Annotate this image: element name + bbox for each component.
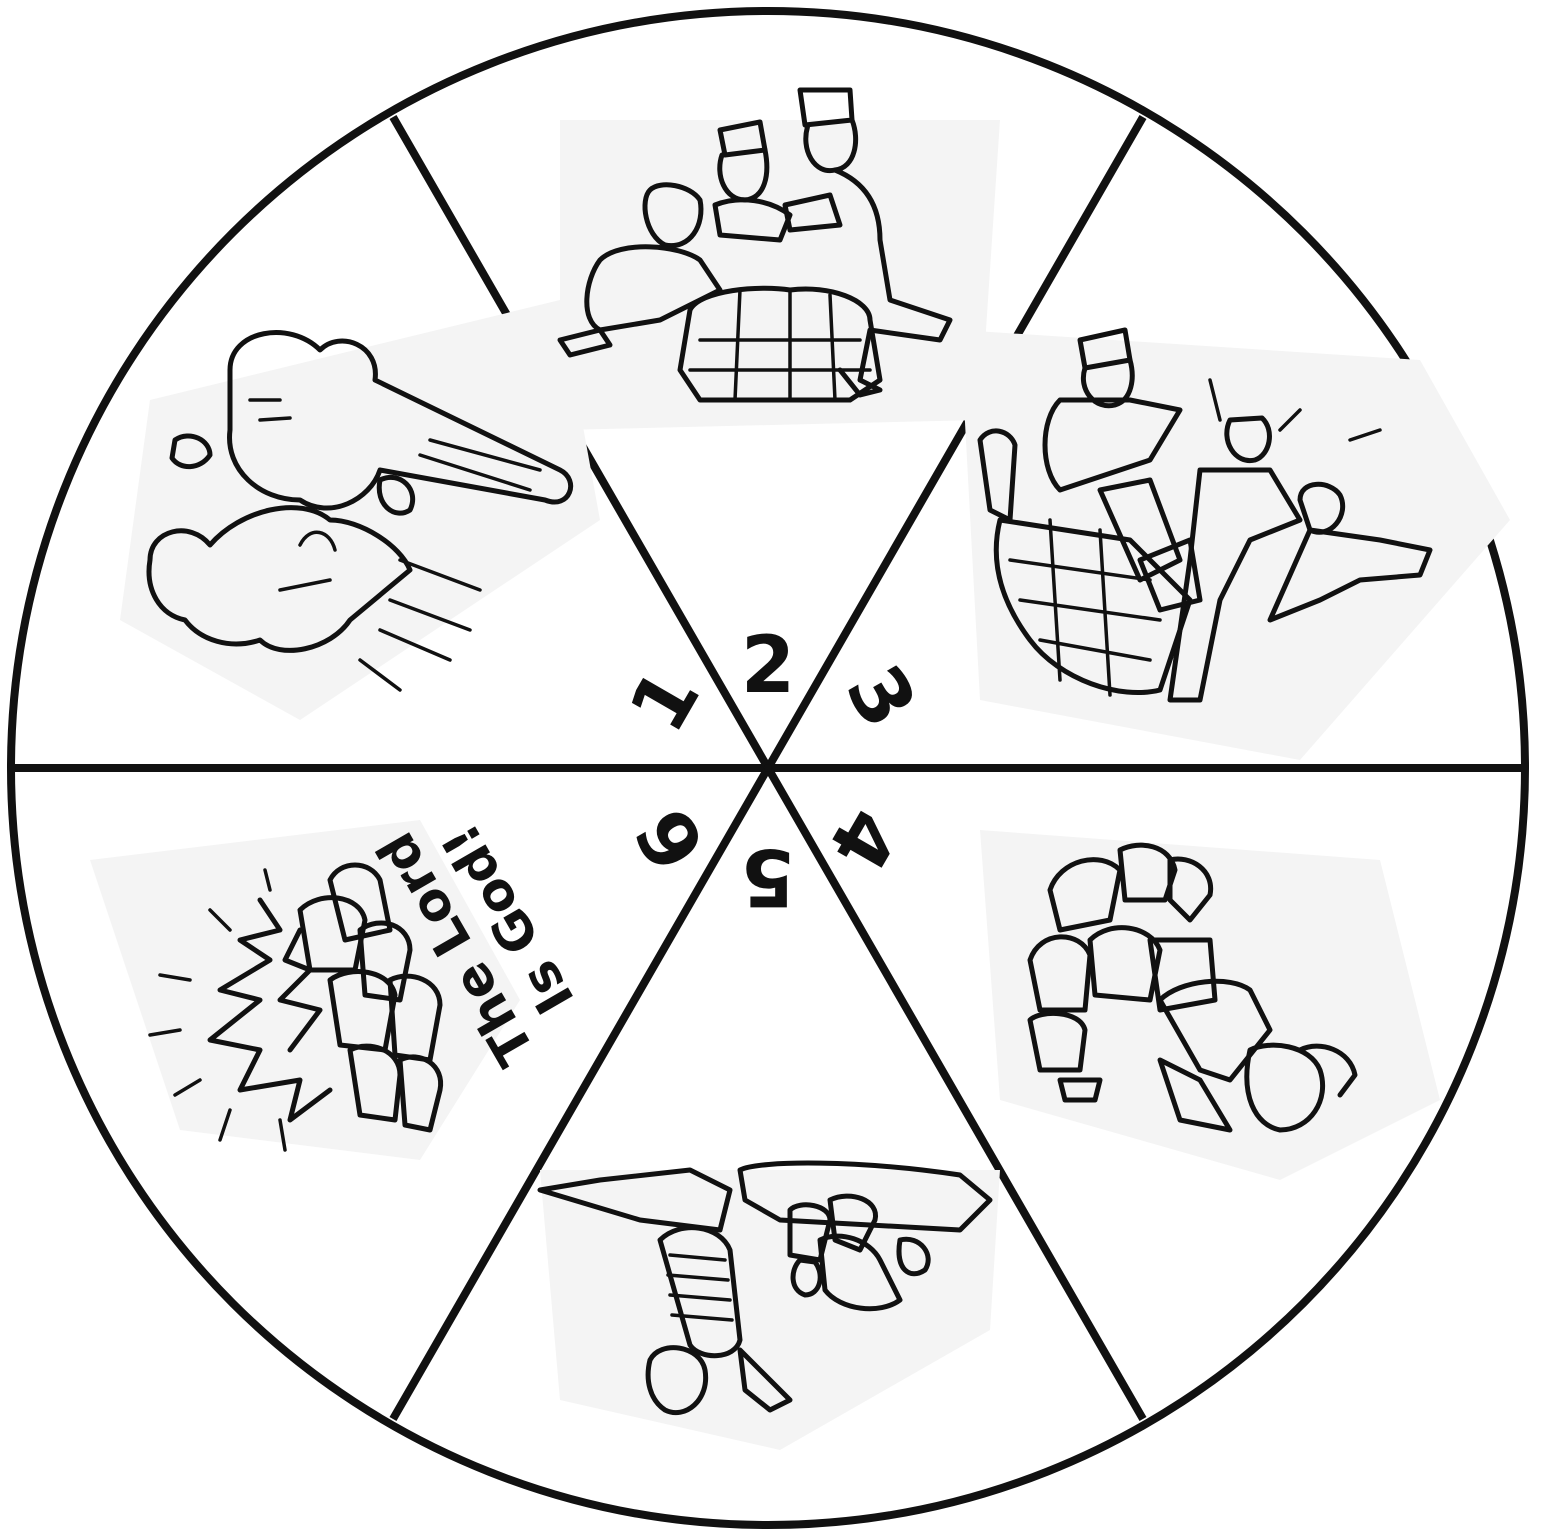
wheel-hub xyxy=(764,764,772,772)
segment-number-2: 2 xyxy=(741,621,795,711)
people-building-altar-icon xyxy=(560,90,1000,430)
segment-number-5: 5 xyxy=(741,831,795,921)
